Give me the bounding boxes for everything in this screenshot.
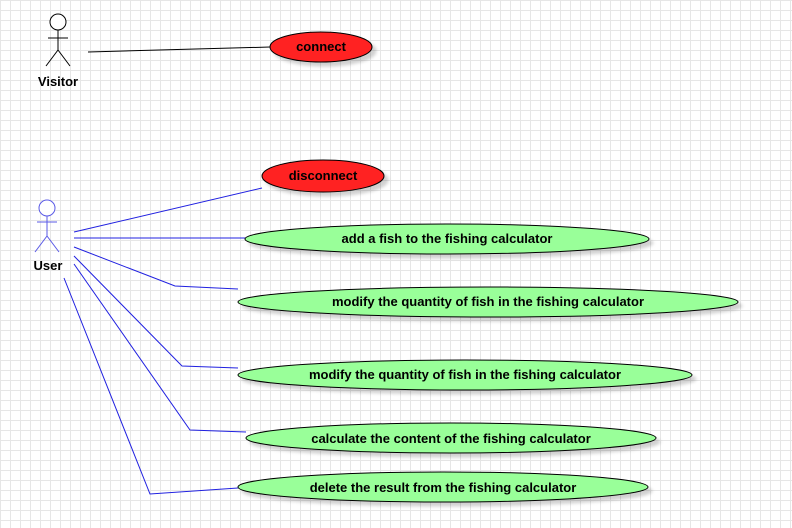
association-user-delete-result[interactable] [63, 277, 239, 495]
use-case-connect[interactable]: connect [269, 31, 373, 63]
stick-figure-icon [34, 199, 60, 253]
use-case-label: disconnect [289, 168, 358, 183]
use-case-label: modify the quantity of fish in the fishi… [332, 294, 644, 309]
use-case-label: calculate the content of the fishing cal… [311, 431, 591, 446]
association-user-disconnect[interactable] [73, 187, 263, 233]
stick-figure-icon [45, 13, 71, 67]
use-case-modify-quantity-1[interactable]: modify the quantity of fish in the fishi… [237, 286, 739, 318]
use-case-label: delete the result from the fishing calcu… [310, 480, 577, 495]
use-case-shape [244, 223, 650, 255]
association-user-modify-quantity-1[interactable] [73, 246, 239, 290]
visitor-label: Visitor [38, 74, 78, 89]
use-case-add-fish[interactable]: add a fish to the fishing calculator [244, 223, 650, 255]
visitor-actor[interactable]: Visitor [38, 13, 78, 89]
use-case-shape [245, 422, 657, 454]
use-case-modify-quantity-2[interactable]: modify the quantity of fish in the fishi… [237, 359, 693, 391]
use-case-calculate[interactable]: calculate the content of the fishing cal… [245, 422, 657, 454]
use-case-label: add a fish to the fishing calculator [342, 231, 553, 246]
user-actor[interactable]: User [34, 199, 63, 273]
user-label: User [34, 258, 63, 273]
use-case-shape [237, 286, 739, 318]
use-case-shape [269, 31, 373, 63]
association-user-modify-quantity-2[interactable] [73, 255, 239, 369]
association-visitor-connect[interactable] [87, 46, 271, 53]
use-case-shape [237, 471, 649, 503]
association-user-calculate[interactable] [73, 263, 247, 433]
use-case-label: connect [296, 39, 347, 54]
use-case-disconnect[interactable]: disconnect [261, 159, 385, 193]
use-case-shape [261, 159, 385, 193]
associations [63, 46, 271, 495]
use-case-delete-result[interactable]: delete the result from the fishing calcu… [237, 471, 649, 503]
use-case-label: modify the quantity of fish in the fishi… [309, 367, 621, 382]
use-case-shape [237, 359, 693, 391]
